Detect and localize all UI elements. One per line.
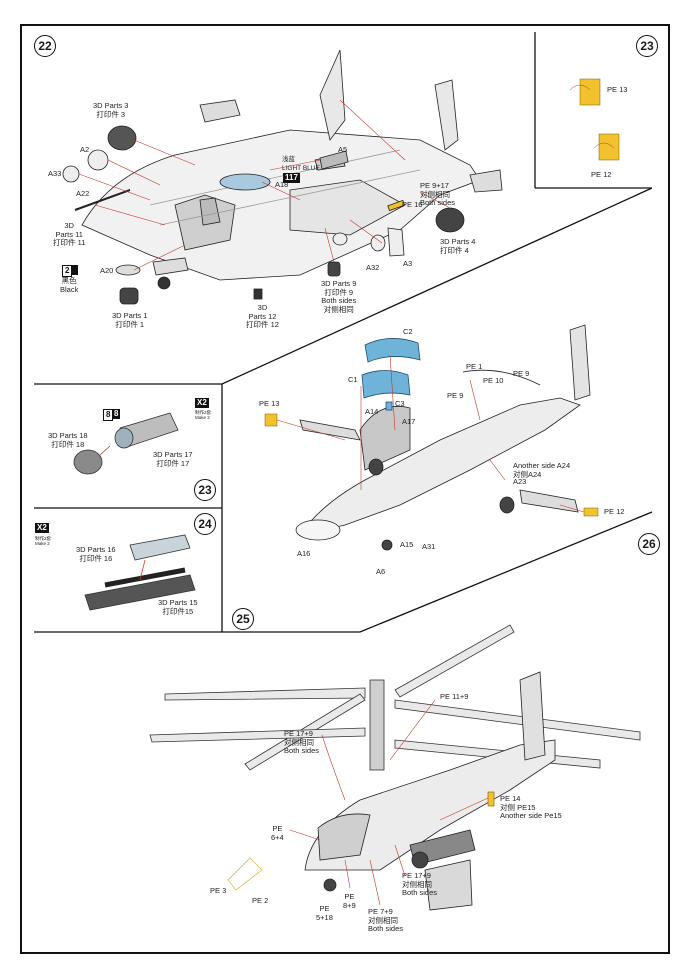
step24-weapon (84, 534, 196, 611)
label-a6: A6 (376, 567, 386, 576)
color-code-117: 117 (283, 173, 300, 183)
label-a31: A31 (422, 542, 436, 551)
page-frame (20, 24, 670, 954)
step-number-23: 23 (194, 479, 216, 501)
label-pe-12: PE 12 (604, 507, 625, 516)
label-c2: C2 (403, 327, 413, 336)
label-pe-9-17: PE 9+17 对侧相同 Both sides (420, 181, 456, 207)
step22-parts (62, 125, 465, 305)
label-pe-10: PE 10 (483, 376, 504, 385)
label-a2: A2 (80, 145, 90, 154)
label-pe-13-top: PE 13 (607, 85, 628, 94)
make-two-badge-24: X2 (35, 523, 49, 533)
label-c3: C3 (395, 399, 405, 408)
step25-body (304, 671, 556, 911)
color-swatch-black (72, 265, 79, 275)
label-a18: A18 (275, 180, 289, 189)
step-number-23-top: 23 (636, 35, 658, 57)
label-pe-2: PE 2 (252, 896, 269, 905)
label-a5: A5 (338, 145, 348, 154)
label-pe-3: PE 3 (210, 886, 227, 895)
step-number-25: 25 (232, 608, 254, 630)
label-a22: A22 (76, 189, 90, 198)
label-pe-1: PE 1 (466, 362, 483, 371)
color-code-2: 2 (62, 265, 73, 277)
label-pe-16: PE 16 (402, 200, 423, 209)
label-pe-13: PE 13 (259, 399, 280, 408)
step-number-24: 24 (194, 513, 216, 535)
label-a32: A32 (366, 263, 380, 272)
make-two-badge-23: X2 (195, 398, 209, 408)
label-pe-11-9: PE 11+9 (440, 692, 469, 701)
section-dividers (34, 32, 653, 633)
label-a3: A3 (403, 259, 413, 268)
label-pe-9-left: PE 9 (447, 391, 464, 400)
label-a33: A33 (48, 169, 62, 178)
step26-helicopter (295, 324, 591, 551)
step23-pod (73, 412, 179, 475)
label-a17: A17 (402, 417, 416, 426)
label-a14: A14 (365, 407, 379, 416)
label-a16: A16 (297, 549, 311, 558)
step22-fuselage (81, 49, 503, 281)
color-code-8b: 8 (112, 409, 121, 419)
label-pe-9-right: PE 9 (513, 369, 530, 378)
step25-rotors (149, 624, 641, 771)
label-a23: A23 (513, 477, 527, 486)
step22-leaders (78, 99, 451, 271)
step25-leaders (289, 699, 489, 906)
label-c1: C1 (348, 375, 358, 384)
step-number-26: 26 (638, 533, 660, 555)
step23-pe-parts (569, 78, 620, 161)
step25-pe (227, 791, 495, 891)
step26-canopy (361, 338, 421, 411)
label-a15: A15 (400, 540, 414, 549)
label-a20: A20 (100, 266, 114, 275)
label-pe-12-top: PE 12 (591, 170, 612, 179)
step-number-22: 22 (34, 35, 56, 57)
step26-leaders (276, 354, 585, 513)
